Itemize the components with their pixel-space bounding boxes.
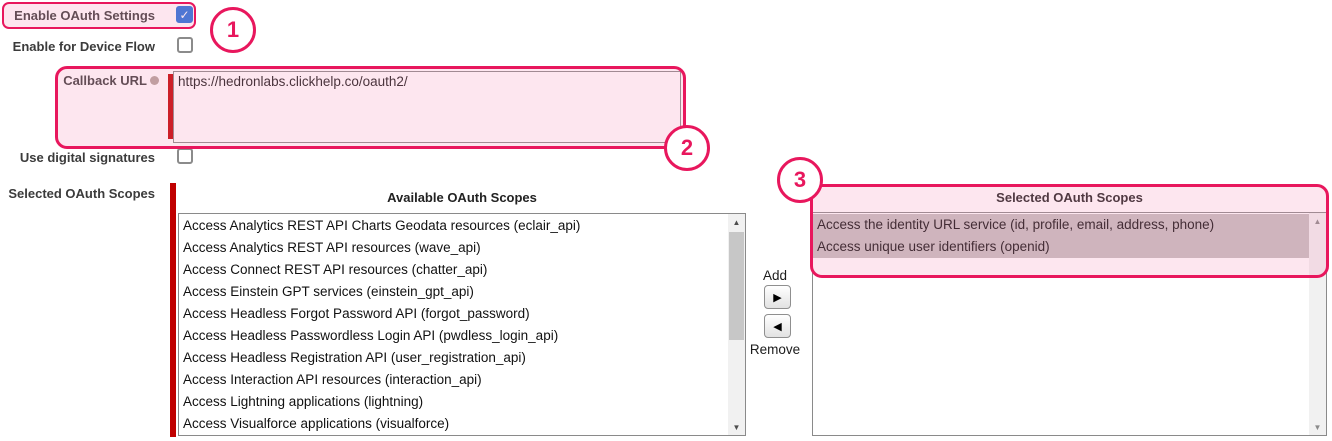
list-item[interactable]: Access Headless Passwordless Login API (…	[183, 328, 559, 343]
list-item[interactable]: Access Interaction API resources (intera…	[183, 372, 482, 387]
required-field-bar	[170, 183, 176, 437]
remove-button[interactable]: ◀	[764, 314, 791, 338]
device-flow-checkbox[interactable]	[177, 37, 193, 53]
scroll-down-icon[interactable]: ▼	[732, 422, 741, 432]
scroll-up-icon[interactable]: ▲	[732, 217, 741, 227]
scroll-down-icon[interactable]: ▼	[1313, 422, 1322, 432]
selected-scopes-items: Access the identity URL service (id, pro…	[813, 214, 1309, 258]
required-field-bar	[168, 74, 173, 139]
checkmark-icon: ✓	[179, 7, 190, 22]
digital-signatures-checkbox[interactable]	[177, 148, 193, 164]
add-button[interactable]: ▶	[764, 285, 791, 309]
device-flow-label: Enable for Device Flow	[12, 39, 155, 54]
scroll-up-icon[interactable]: ▲	[1313, 216, 1322, 226]
list-item[interactable]: Access Connect REST API resources (chatt…	[183, 262, 488, 277]
selected-oauth-scopes-row-label: Selected OAuth Scopes	[8, 186, 155, 201]
list-item[interactable]: Access Analytics REST API Charts Geodata…	[183, 218, 581, 233]
selected-scopes-listbox[interactable]: Access the identity URL service (id, pro…	[812, 212, 1327, 436]
list-item-selected[interactable]: Access unique user identifiers (openid)	[813, 236, 1309, 258]
list-item-selected[interactable]: Access the identity URL service (id, pro…	[813, 214, 1309, 236]
available-scopes-header: Available OAuth Scopes	[387, 190, 537, 205]
callback-url-input[interactable]: https://hedronlabs.clickhelp.co/oauth2/	[173, 71, 681, 143]
scrollbar[interactable]: ▲ ▼	[1309, 213, 1326, 435]
available-scopes-items: Access Analytics REST API Charts Geodata…	[179, 215, 728, 435]
scrollbar[interactable]: ▲ ▼	[728, 214, 745, 435]
enable-oauth-label: Enable OAuth Settings	[14, 8, 155, 23]
list-item[interactable]: Access Visualforce applications (visualf…	[183, 416, 450, 431]
list-item[interactable]: Access Einstein GPT services (einstein_g…	[183, 284, 474, 299]
remove-label: Remove	[749, 342, 801, 357]
callback-url-label-row: Callback URL	[0, 73, 159, 88]
add-label: Add	[762, 268, 788, 283]
enable-oauth-checkbox[interactable]: ✓	[176, 6, 193, 23]
callback-url-label: Callback URL	[63, 73, 147, 88]
selected-scopes-header: Selected OAuth Scopes	[996, 190, 1143, 205]
available-scopes-listbox[interactable]: Access Analytics REST API Charts Geodata…	[178, 213, 746, 436]
help-icon[interactable]	[150, 76, 159, 85]
digital-signatures-label: Use digital signatures	[19, 150, 155, 165]
arrow-right-icon: ▶	[773, 291, 782, 304]
list-item[interactable]: Access Headless Registration API (user_r…	[183, 350, 526, 365]
scrollbar-thumb[interactable]	[729, 232, 744, 340]
arrow-left-icon: ◀	[773, 320, 782, 333]
list-item[interactable]: Access Lightning applications (lightning…	[183, 394, 424, 409]
annotation-circle-1: 1	[210, 7, 256, 53]
list-item[interactable]: Access Analytics REST API resources (wav…	[183, 240, 481, 255]
list-item[interactable]: Access Headless Forgot Password API (for…	[183, 306, 530, 321]
